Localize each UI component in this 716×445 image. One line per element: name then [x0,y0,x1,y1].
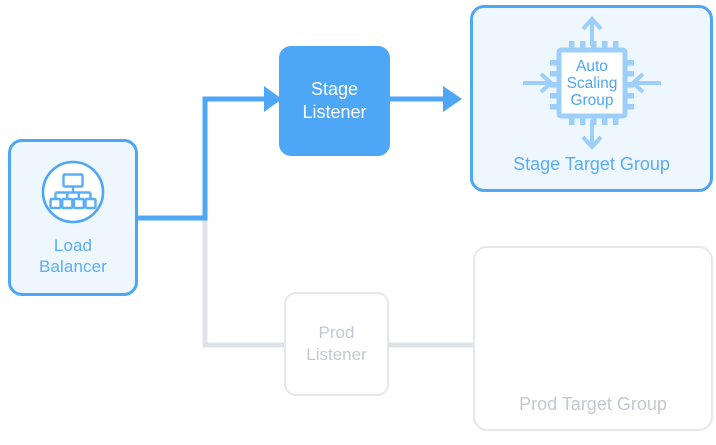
chip-pins-left [549,60,561,110]
chip-pins-bottom [568,114,618,125]
asg-arrow-left-in-icon [522,72,554,94]
load-balancer-hierarchy-icon [41,160,105,223]
asg-label-line3: Group [570,92,613,109]
load-balancer-label: Load Balancer [39,235,107,277]
chip-pins-right [622,60,634,110]
stage-listener-label: Stage Listener [302,78,366,124]
prod-target-group-label: Prod Target Group [519,394,667,414]
edge-lb-to-stage-listener [138,96,272,221]
stage-listener-label-line2: Listener [302,102,367,122]
auto-scaling-group-icon: Auto Scaling Group [522,16,661,150]
arrowhead-into-stage-listener [264,86,282,112]
arrowhead-into-stage-target-group [443,86,462,112]
chip-pins-top [568,41,618,52]
prod-listener-label-line1: Prod [318,323,355,342]
node-stage-listener[interactable]: Stage Listener [279,46,390,156]
asg-label-line2: Scaling [566,75,617,92]
prod-listener-label: Prod Listener [306,322,366,366]
edge-lb-to-prod-listener [138,215,285,348]
node-prod-listener[interactable]: Prod Listener [284,292,389,396]
asg-arrow-right-in-icon [629,72,661,94]
load-balancer-label-line2: Balancer [39,256,107,276]
asg-label-line1: Auto [576,58,608,75]
prod-listener-label-line2: Listener [306,345,367,364]
load-balancer-label-line1: Load [53,235,93,255]
chip-body [556,47,627,119]
node-prod-target-group[interactable]: Prod Target Group [473,246,713,431]
stage-target-group-label: Stage Target Group [513,154,670,174]
stage-listener-label-line1: Stage [310,79,359,99]
node-stage-target-group[interactable]: Auto Scaling Group Stage Target Group [470,5,713,192]
node-load-balancer[interactable]: Load Balancer [8,139,138,296]
